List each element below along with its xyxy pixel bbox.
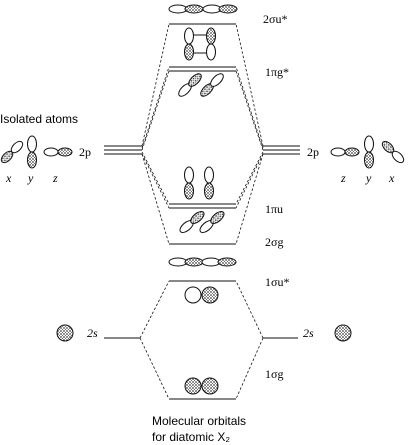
mo-1sigma-g-shape	[184, 377, 219, 395]
correlation-lines	[139, 23, 264, 400]
right-2p-label: 2p	[307, 145, 319, 159]
label-2sigma-u-star: 2σu*	[263, 12, 287, 26]
left-axis-x: x	[5, 171, 12, 185]
mo-2sigma-u-star-shape	[168, 4, 238, 14]
caption-line-2: for diatomic X₂	[152, 430, 230, 444]
right-axis-x: x	[388, 171, 395, 185]
label-2sigma-g: 2σg	[265, 235, 283, 249]
mo-1pi-g-star-diagonal-shape	[178, 73, 224, 97]
left-px-orbital-icon	[0, 140, 24, 164]
left-2s-orbital-icon	[56, 324, 74, 342]
right-2p-levels	[263, 145, 300, 155]
left-2p-label: 2p	[79, 145, 91, 159]
right-axis-y: y	[365, 171, 372, 185]
label-1pi-u: 1πu	[265, 202, 283, 216]
right-py-orbital-icon	[364, 135, 374, 169]
label-1pi-g-star: 1πg*	[265, 65, 289, 79]
right-px-orbital-icon	[381, 140, 405, 164]
isolated-atoms-label: Isolated atoms	[0, 112, 78, 126]
mo-1pi-u-vertical-shape	[184, 166, 214, 200]
left-axis-y: y	[27, 171, 34, 185]
label-1sigma-u-star: 1σu*	[265, 275, 289, 289]
mo-2sigma-g-shape	[168, 257, 237, 267]
left-py-orbital-icon	[27, 135, 37, 169]
left-pz-orbital-icon	[43, 147, 73, 157]
right-2s-label: 2s	[303, 326, 314, 340]
mo-1sigma-u-star-shape	[184, 286, 219, 304]
caption-line-1: Molecular orbitals	[152, 414, 246, 428]
label-1sigma-g: 1σg	[265, 367, 283, 381]
mo-levels	[169, 23, 236, 400]
mo-1pi-u-diagonal-shape	[179, 211, 225, 233]
mo-1pi-g-star-vertical-shape	[184, 27, 216, 61]
right-pz-orbital-icon	[330, 147, 360, 157]
left-2p-levels	[104, 145, 142, 155]
left-2s-label: 2s	[87, 326, 98, 340]
right-axis-z: z	[340, 171, 346, 185]
left-axis-z: z	[52, 171, 58, 185]
right-2s-orbital-icon	[334, 324, 352, 342]
